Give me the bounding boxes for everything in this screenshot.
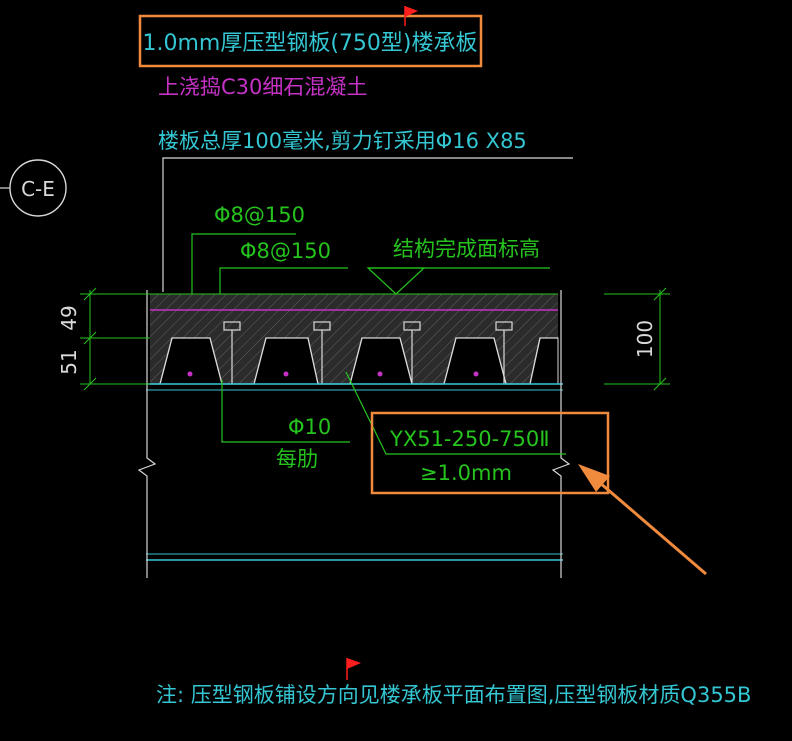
dimension-49: 49	[57, 305, 81, 330]
red-flag-icon	[404, 6, 418, 26]
deck-model-highlight-box	[370, 411, 610, 495]
steel-beam	[137, 290, 571, 578]
note-leader	[162, 157, 573, 292]
title-highlight-box	[138, 14, 483, 68]
dimension-100: 100	[633, 320, 657, 358]
slab-section	[150, 293, 559, 385]
right-dimension	[604, 287, 670, 391]
deck-model-label: YX51-250-750Ⅱ	[389, 427, 550, 451]
axis-bubble: C-E	[0, 159, 67, 217]
deck-thickness-label: ≥1.0mm	[420, 461, 512, 485]
rib-rebar-each-label: 每肋	[276, 447, 318, 471]
elevation-triangle-icon	[366, 267, 426, 295]
footnote: 注: 压型钢板铺设方向见楼承板平面布置图,压型钢板材质Q355B	[156, 683, 751, 707]
deck-model-leader	[345, 371, 566, 455]
rib-rebar-label: Φ10	[288, 415, 331, 439]
rebar-top-label-1: Φ8@150	[214, 203, 305, 227]
deck-title: 1.0mm厚压型钢板(750型)楼承板	[142, 31, 477, 56]
orange-arrow-icon	[578, 464, 707, 576]
finish-elevation-label: 结构完成面标高	[393, 237, 540, 261]
rebar-top-leader-1	[191, 233, 296, 312]
axis-bubble-label: C-E	[21, 177, 55, 201]
rebar-top-label-2: Φ8@150	[240, 239, 331, 263]
concrete-note: 上浇捣C30细石混凝土	[158, 75, 367, 99]
rebar-top-leader-2	[219, 267, 348, 300]
rib-rebar-leader	[221, 380, 350, 443]
left-dimension	[80, 287, 150, 391]
dimension-51: 51	[57, 349, 81, 374]
red-flag-icon	[346, 658, 361, 680]
thickness-note: 楼板总厚100毫米,剪力钉采用Φ16 X85	[158, 129, 527, 153]
